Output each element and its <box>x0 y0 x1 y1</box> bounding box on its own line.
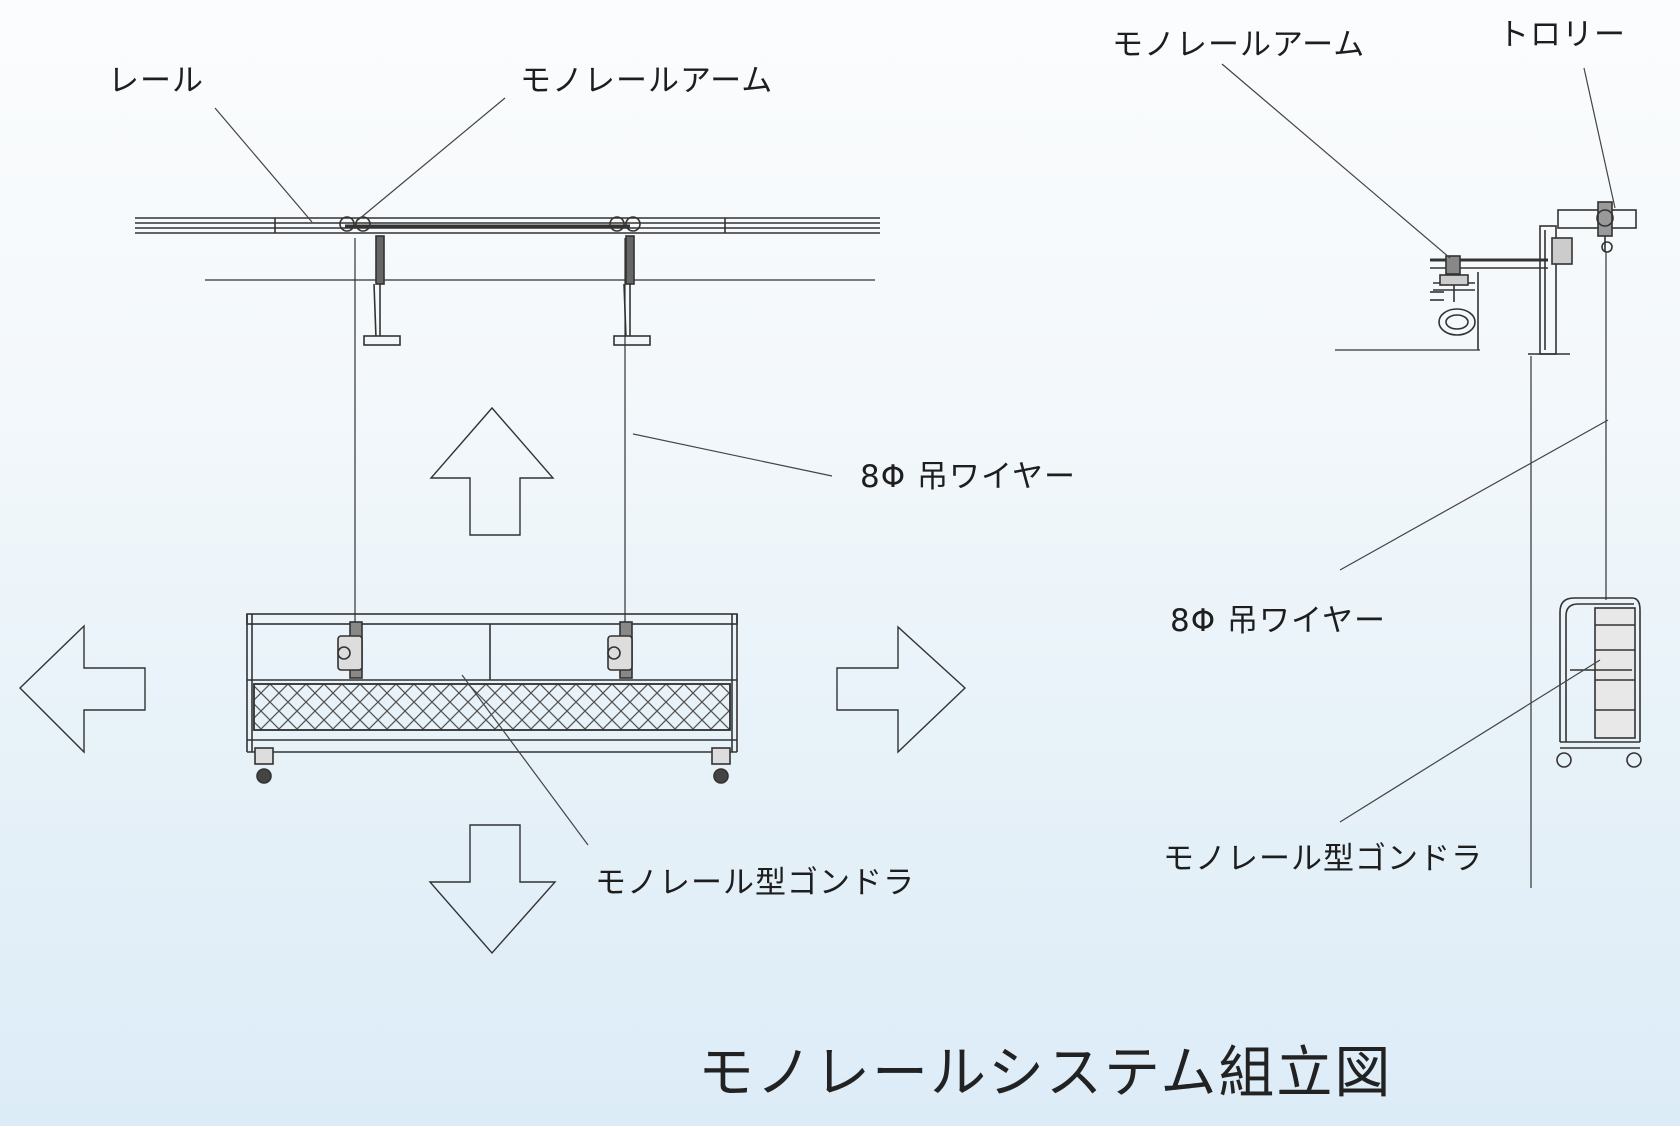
monorail-arm-label-front: モノレールアーム <box>520 63 774 99</box>
wire-label-front: 8Φ 吊ワイヤー <box>860 459 1077 495</box>
support-post <box>1528 225 1573 355</box>
arrow-down <box>428 824 557 955</box>
gondola-side <box>1556 597 1642 768</box>
arrow-right <box>836 625 967 754</box>
gondola-label-front: モノレール型ゴンドラ <box>595 865 915 901</box>
front-view <box>19 97 967 955</box>
arrow-up <box>429 406 555 536</box>
suspension-wire-side <box>1530 252 1607 888</box>
gondola-front <box>246 613 738 784</box>
leader-lines-front <box>214 97 833 846</box>
rail-label: レール <box>108 63 204 99</box>
side-view <box>1221 63 1642 888</box>
gondola-label-side: モノレール型ゴンドラ <box>1163 841 1483 877</box>
rail <box>135 217 880 281</box>
monorail-arm-front <box>339 216 651 346</box>
trolley-label: トロリー <box>1498 17 1626 53</box>
suspension-wire-front <box>354 238 626 622</box>
trolley <box>1557 201 1637 253</box>
leader-lines-side <box>1221 63 1616 823</box>
monorail-arm-label-side: モノレールアーム <box>1112 27 1366 63</box>
monorail-arm-side <box>1430 255 1548 350</box>
arrow-left <box>19 624 146 754</box>
wire-label-side: 8Φ 吊ワイヤー <box>1170 603 1387 639</box>
drawing-title: モノレールシステム組立図 <box>698 1041 1393 1106</box>
